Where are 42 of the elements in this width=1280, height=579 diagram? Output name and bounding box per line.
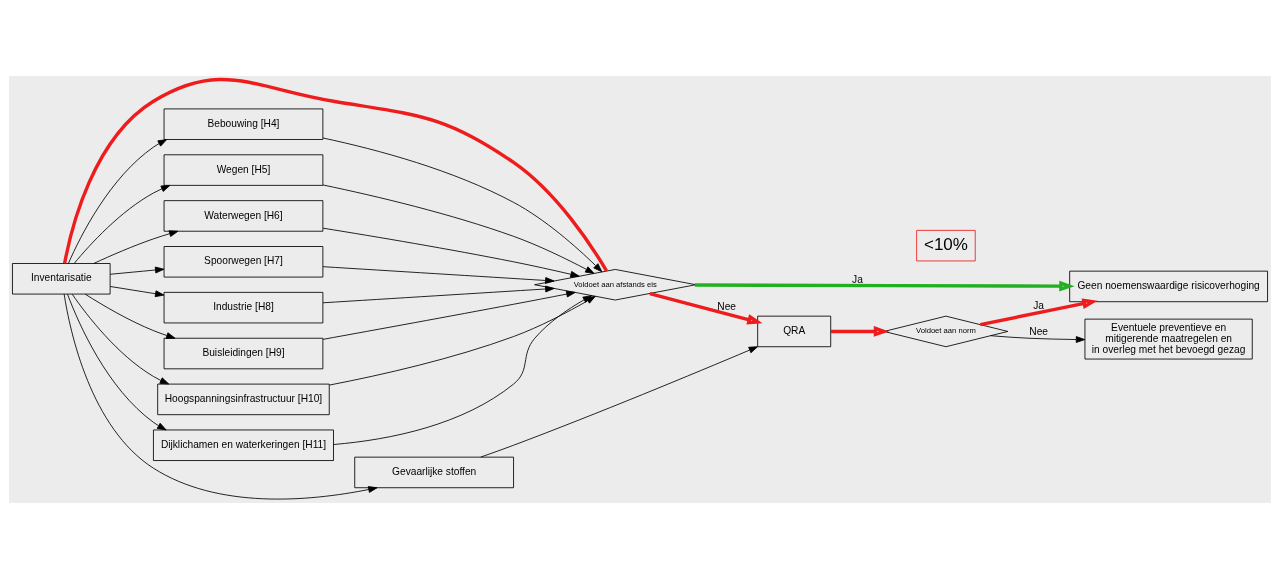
node-box: Eventuele preventieve en mitigerende maatregelen en in overleg met het bevoegd gezag: [1084, 318, 1253, 360]
node-box: Gevaarlijke stoffen: [354, 456, 514, 489]
node-box: Bebouwing [H4]: [163, 108, 324, 140]
arrow: [480, 346, 758, 458]
arrow: [322, 184, 595, 274]
arrow: [71, 293, 170, 385]
node-box: Industrie [H8]: [163, 291, 324, 324]
node-box: Wegen [H5]: [163, 154, 324, 186]
arrow: [73, 185, 171, 264]
node-box: Spoorwegen [H7]: [163, 246, 324, 278]
arrow: [694, 280, 1075, 292]
node-box: Inventarisatie: [12, 263, 111, 295]
arrow: [93, 230, 179, 264]
node-box: QRA: [757, 315, 832, 348]
edge-label: Ja: [852, 273, 863, 285]
node-box: <10%: [916, 229, 976, 262]
arrow: [84, 293, 176, 339]
node-diamond: Voldoet aan norm: [883, 315, 1009, 348]
arrow: [322, 137, 603, 273]
arrow: [333, 295, 593, 445]
arrow: [67, 293, 167, 431]
arrow: [322, 290, 576, 340]
edge-label: Nee: [1029, 326, 1049, 338]
node-box: Geen noemenswaardige risicoverhoging: [1069, 270, 1268, 303]
arrow: [63, 293, 378, 500]
arrow: [109, 266, 165, 275]
arrow: [68, 139, 168, 264]
node-box: Buisleidingen [H9]: [163, 337, 324, 370]
node-box: Waterwegen [H6]: [163, 200, 324, 232]
node-box: Dijklichamen en waterkeringen [H11]: [153, 429, 334, 461]
arrow: [649, 292, 763, 325]
connector: [62, 77, 608, 272]
arrow: [831, 326, 890, 337]
node-box: Hoogspanningsinfrastructuur [H10]: [157, 383, 330, 416]
arrow: [109, 286, 165, 298]
edge-label: Nee: [717, 300, 737, 312]
arrow: [322, 227, 580, 278]
edge-label: Ja: [1033, 300, 1045, 312]
arrow: [990, 335, 1086, 343]
arrow: [322, 266, 555, 284]
arrow: [322, 285, 555, 304]
arrow: [980, 298, 1098, 327]
